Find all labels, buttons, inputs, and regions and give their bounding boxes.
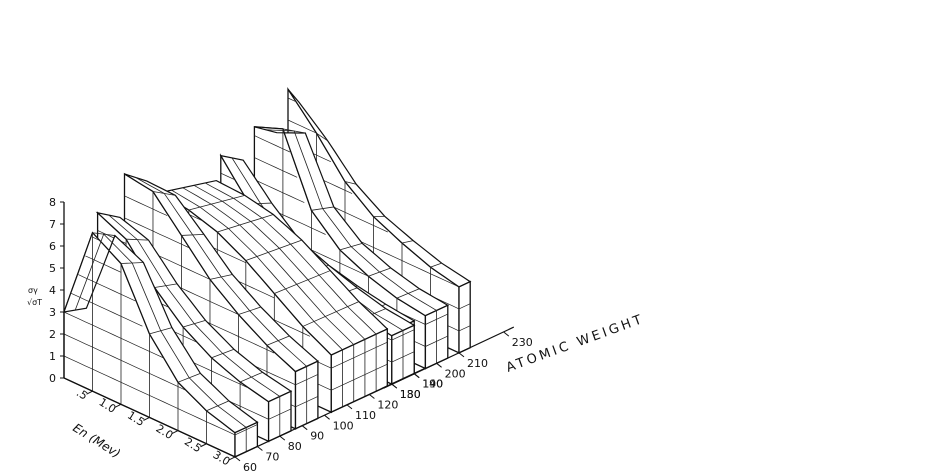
atomic-weight-tick-label: 180	[400, 388, 421, 401]
surface-grid-line	[204, 182, 377, 335]
wall-grid-line	[287, 97, 296, 102]
wall-grid-line	[63, 333, 186, 391]
surface-grid-line	[74, 233, 247, 428]
atomic-weight-tick-label: 200	[445, 367, 466, 380]
atomic-weight-tick-label: 130	[400, 388, 421, 401]
wall-grid-line	[63, 355, 236, 436]
end-grid-line	[331, 363, 388, 391]
atomic-weight-tick-label: 230	[512, 336, 533, 349]
wall-grid-line	[78, 274, 136, 302]
end-grid-line	[268, 408, 292, 420]
atomic-weight-tick-label: 70	[265, 451, 279, 464]
slabs-layer	[63, 86, 472, 458]
y-tick-label: 1	[49, 350, 56, 363]
atomic-weight-tick-mark	[503, 331, 510, 337]
y-tick-label: 6	[49, 240, 56, 253]
atomic-weight-tick-mark	[369, 394, 375, 399]
end-grid-line	[331, 341, 388, 369]
atomic-weight-tick-mark	[346, 404, 353, 410]
surface-grid-line	[171, 189, 343, 351]
atomic-weight-tick-label: 60	[243, 461, 257, 474]
atomic-weight-tick-mark	[458, 352, 465, 358]
atomic-weight-tick-label: 80	[288, 440, 302, 453]
end-grid-line	[234, 424, 258, 436]
surface-grid-line	[193, 184, 366, 340]
surface-grid-line	[245, 239, 302, 261]
energy-axis-title: En (Mev)	[70, 421, 123, 461]
end-grid-line	[391, 329, 415, 341]
wall-grid-line	[254, 157, 298, 178]
atomic-weight-tick-label: 110	[355, 409, 376, 422]
y-axis-title-top: σγ	[28, 286, 38, 295]
y-tick-label: 0	[49, 372, 56, 385]
end-grid-line	[295, 374, 319, 386]
atomic-weight-tick-mark	[413, 373, 420, 379]
atomic-weight-tick-label: 120	[377, 399, 398, 412]
slab-end-face	[458, 280, 471, 354]
atomic-weight-tick-mark	[257, 446, 263, 451]
wall-grid-line	[254, 179, 305, 203]
slab-60	[63, 231, 259, 458]
wall-grid-line	[92, 236, 100, 241]
atomic-weight-tick-label: 90	[310, 430, 324, 443]
y-tick-label: 7	[49, 218, 56, 231]
atomic-weight-tick-mark	[391, 383, 398, 389]
end-grid-line	[458, 303, 471, 310]
wall-grid-line	[254, 135, 291, 153]
atomic-weight-tick-mark	[436, 362, 442, 368]
atomic-weight-tick-mark	[324, 414, 330, 420]
surface-grid-line	[182, 187, 354, 345]
atomic-weight-tick-label: 140	[422, 378, 443, 391]
surface-grid-line	[430, 262, 442, 268]
surface-grid-line	[188, 195, 245, 211]
energy-tick-mark	[228, 456, 236, 461]
wall-grid-line	[124, 195, 168, 216]
wall-grid-line	[287, 119, 317, 134]
surface-grid-line	[316, 132, 328, 142]
wall-grid-line	[85, 255, 122, 273]
energy-tick-mark	[114, 403, 122, 408]
end-grid-line	[458, 325, 471, 332]
energy-tick-mark	[171, 430, 179, 435]
surface-grid-line	[217, 214, 274, 233]
atomic-weight-tick-mark	[301, 425, 308, 431]
surface-grid-line	[265, 129, 437, 311]
surface-grid-line	[274, 270, 331, 294]
atomic-weight-tick-mark	[234, 456, 241, 462]
wall-grid-line	[124, 217, 189, 248]
wall-grid-line	[70, 292, 143, 327]
y-tick-label: 2	[49, 328, 56, 341]
wall-grid-line	[220, 172, 236, 181]
y-axis-title-bottom: √σT	[27, 298, 42, 307]
energy-tick-mark	[86, 390, 93, 395]
y-tick-label: 3	[49, 306, 56, 319]
end-grid-line	[425, 313, 448, 325]
end-grid-line	[391, 351, 415, 363]
y-tick-label: 4	[49, 284, 56, 297]
end-grid-line	[295, 396, 319, 408]
y-tick-label: 8	[49, 196, 56, 209]
surface-grid-line	[401, 240, 414, 244]
energy-tick-mark	[143, 417, 150, 421]
atomic-weight-axis-line-upper	[383, 326, 515, 389]
atomic-weight-tick-label: 190	[422, 378, 443, 391]
y-tick-label: 5	[49, 262, 56, 275]
surface-grid-line	[302, 301, 359, 327]
atomic-weight-tick-mark	[279, 435, 286, 441]
atomic-weight-tick-label: 210	[467, 357, 488, 370]
surface-grid-line	[108, 214, 281, 397]
end-grid-line	[425, 335, 448, 347]
energy-tick-mark	[200, 443, 207, 448]
wall-grid-line	[63, 311, 164, 359]
surface-grid-line	[344, 181, 357, 185]
surface-grid-line	[135, 177, 307, 367]
atomic-weight-tick-label: 100	[333, 419, 354, 432]
